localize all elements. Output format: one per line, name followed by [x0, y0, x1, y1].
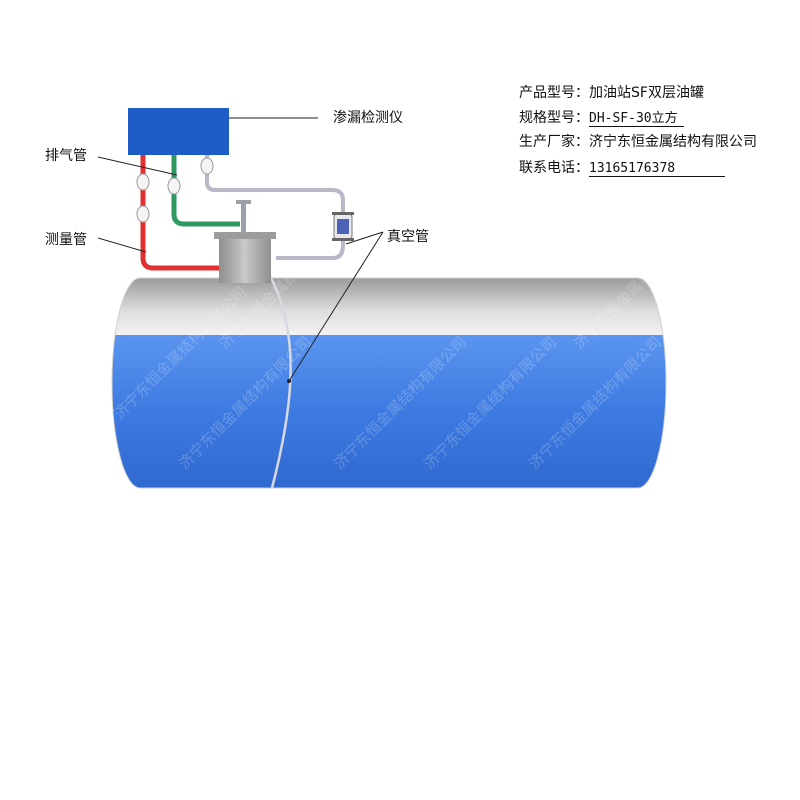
manhole [214, 200, 276, 283]
measure-pipe-joint [136, 173, 150, 191]
spec-key: 规格型号： [519, 110, 589, 126]
vacuum-pointer-dot [287, 379, 291, 383]
spec-row-spec: 规格型号：DH-SF-30立方 [519, 107, 684, 127]
tank-upper-section [112, 278, 666, 338]
vacuum-valve-icon [332, 212, 354, 241]
measure-pipe-joint [136, 205, 150, 223]
leader-line-measure [97, 237, 147, 253]
spec-key: 联系电话： [519, 160, 589, 176]
leader-line-vent [97, 156, 178, 176]
leader-line-vacuum-upper [345, 231, 384, 245]
spec-value: 济宁东恒金属结构有限公司 [589, 134, 757, 150]
spec-key: 生产厂家： [519, 134, 589, 150]
vacuum-pipe-label: 真空管 [387, 229, 429, 245]
vacuum-pipe [205, 155, 345, 260]
leak-detector-label: 渗漏检测仪 [333, 110, 403, 126]
vent-pipe-label: 排气管 [45, 148, 87, 164]
spec-row-manufacturer: 生产厂家：济宁东恒金属结构有限公司 [519, 131, 757, 151]
tank-liquid [112, 335, 666, 488]
spec-key: 产品型号： [519, 85, 589, 101]
tank-outline [111, 277, 667, 489]
vent-stub [241, 202, 246, 234]
vacuum-inner-line [266, 271, 292, 489]
measure-pipe [140, 155, 219, 271]
leak-detector-box [128, 108, 229, 155]
vent-pipe [171, 155, 240, 227]
vacuum-pipe-joint [200, 157, 214, 175]
measure-pipe-label: 测量管 [45, 232, 87, 248]
spec-row-phone: 联系电话：13165176378 [519, 157, 726, 177]
spec-value: 13165176378 [589, 161, 726, 177]
spec-value: DH-SF-30立方 [589, 107, 684, 127]
spec-value: 加油站SF双层油罐 [589, 85, 704, 101]
tank-body: 济宁东恒金属结构有限公司 济宁东恒金属结构有限公司 济宁东恒金属结构有限公司 济… [111, 277, 667, 489]
vent-pipe-joint [167, 177, 181, 195]
spec-row-model: 产品型号：加油站SF双层油罐 [519, 82, 704, 102]
leader-line-vacuum-lower [288, 231, 384, 382]
